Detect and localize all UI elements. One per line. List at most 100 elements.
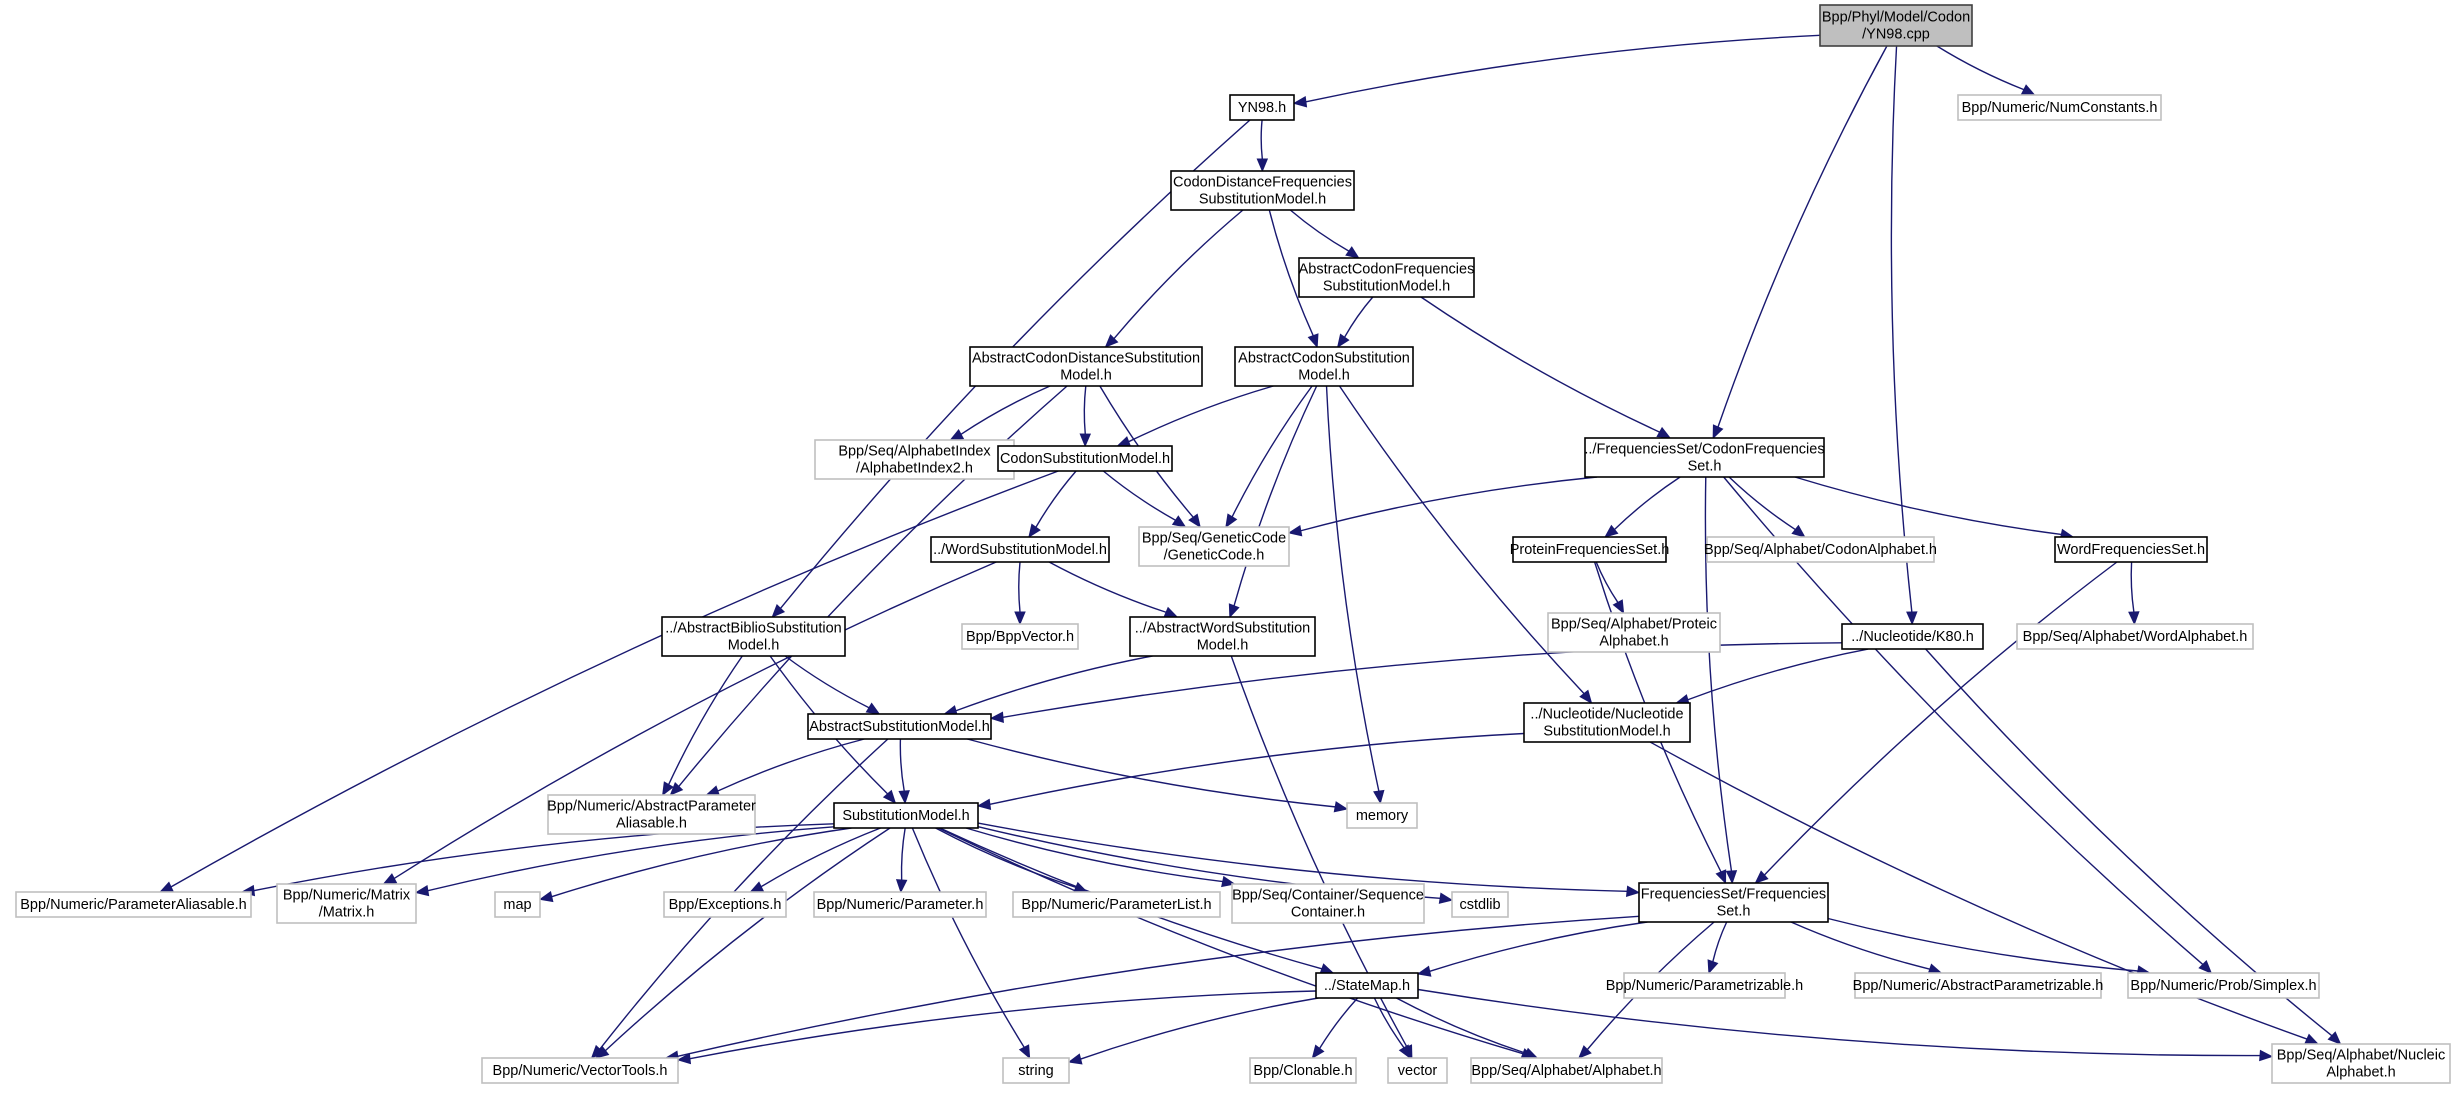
node-box bbox=[1623, 972, 1786, 999]
edge-cdfsm-to-acfsm bbox=[1289, 209, 1350, 252]
node-cdfsm[interactable]: CodonDistanceFrequenciesSubstitutionMode… bbox=[1170, 170, 1355, 211]
arrowhead-sm-to-vectortools bbox=[594, 1045, 610, 1059]
node-label: YN98.h bbox=[1238, 100, 1286, 116]
node-box bbox=[1012, 891, 1221, 918]
edge-k80-to-asm bbox=[1002, 642, 1843, 718]
node-acfsm[interactable]: AbstractCodonFrequenciesSubstitutionMode… bbox=[1298, 257, 1475, 298]
node-statemap[interactable]: ../StateMap.h bbox=[1315, 972, 1419, 999]
node-box bbox=[1547, 612, 1721, 653]
edge-statemap-to-vectortools bbox=[689, 990, 1317, 1060]
node-box bbox=[1229, 94, 1295, 121]
node-wordfs[interactable]: WordFrequenciesSet.h bbox=[2054, 536, 2208, 563]
node-box bbox=[1249, 1057, 1357, 1084]
arrowhead-yn98-to-absbiblio bbox=[771, 604, 786, 618]
edge-asm-to-memory bbox=[967, 738, 1336, 808]
arrowhead-proteinfs-to-proteicalpha bbox=[1612, 599, 1625, 615]
edge-sm-to-fs bbox=[977, 822, 1628, 893]
node-box bbox=[2271, 1043, 2451, 1084]
arrowhead-codonfs-to-geneticcode bbox=[1287, 525, 1303, 537]
arrowhead-root-to-yn98 bbox=[1292, 96, 1308, 108]
arrowhead-root-to-codonfs bbox=[1712, 424, 1724, 440]
node-box bbox=[961, 623, 1079, 650]
node-label: Alphabet.h bbox=[1599, 634, 1668, 650]
edge-statemap-to-string bbox=[1080, 997, 1319, 1060]
node-label: WordFrequenciesSet.h bbox=[2057, 542, 2205, 558]
node-box bbox=[1002, 1057, 1070, 1084]
node-string: string bbox=[1002, 1057, 1070, 1084]
arrowhead-sm-to-matrix bbox=[414, 884, 430, 897]
node-box bbox=[1451, 891, 1509, 918]
arrowhead-cdfsm-to-acdsm bbox=[1104, 334, 1119, 348]
edge-sm-to-parameter bbox=[900, 827, 906, 881]
arrowhead-absbiblio-to-asm bbox=[865, 702, 881, 715]
arrowhead-k80-to-nucleicalpha bbox=[2327, 1031, 2342, 1045]
edge-acsm-to-nsm bbox=[1338, 385, 1585, 695]
arrowhead-root-to-numconstants bbox=[2020, 84, 2036, 96]
node-proteinfs[interactable]: ProteinFrequenciesSet.h bbox=[1510, 536, 1670, 563]
edge-statemap-to-clonable bbox=[1319, 997, 1359, 1049]
node-paramlist: Bpp/Numeric/ParameterList.h bbox=[1012, 891, 1221, 918]
node-box bbox=[494, 891, 541, 918]
node-bppvector: Bpp/BppVector.h bbox=[961, 623, 1079, 650]
node-label: Set.h bbox=[1717, 904, 1751, 920]
node-box bbox=[1584, 437, 1825, 478]
node-alphabet: Bpp/Seq/Alphabet/Alphabet.h bbox=[1470, 1057, 1663, 1084]
arrowhead-acsm-to-csm bbox=[1116, 436, 1132, 447]
node-label: Aliasable.h bbox=[616, 816, 687, 832]
edge-statemap-to-vector bbox=[1373, 997, 1405, 1049]
node-box bbox=[1841, 623, 1984, 650]
node-wordalpha: Bpp/Seq/Alphabet/WordAlphabet.h bbox=[2016, 623, 2254, 650]
node-label: AbstractCodonDistanceSubstitution bbox=[972, 351, 1200, 367]
edge-root-to-numconstants bbox=[1936, 45, 2025, 91]
arrowhead-sm-to-exceptions bbox=[749, 881, 765, 893]
node-clonable: Bpp/Clonable.h bbox=[1249, 1057, 1357, 1084]
edge-awsm-to-asm bbox=[955, 655, 1153, 712]
edge-fs-to-parametrizable bbox=[1712, 921, 1728, 962]
node-sm[interactable]: SubstitutionModel.h bbox=[833, 802, 979, 829]
node-label: map bbox=[503, 897, 531, 913]
edge-codonfs-to-fs bbox=[1704, 476, 1733, 872]
edge-sm-to-seqcontainer bbox=[965, 827, 1223, 883]
node-label: Bpp/Numeric/Parametrizable.h bbox=[1606, 978, 1803, 994]
node-label: AbstractCodonFrequencies bbox=[1299, 262, 1475, 278]
node-nsm[interactable]: ../Nucleotide/NucleotideSubstitutionMode… bbox=[1523, 702, 1691, 743]
node-yn98[interactable]: YN98.h bbox=[1229, 94, 1295, 121]
node-box bbox=[2016, 623, 2254, 650]
node-asm[interactable]: AbstractSubstitutionModel.h bbox=[807, 713, 992, 740]
nodes-layer: Bpp/Phyl/Model/Codon/YN98.cppBpp/Numeric… bbox=[15, 4, 2451, 1084]
node-label: Model.h bbox=[1298, 368, 1350, 384]
node-geneticcode: Bpp/Seq/GeneticCode/GeneticCode.h bbox=[1138, 526, 1290, 567]
node-label: Bpp/Seq/Alphabet/Nucleic bbox=[2277, 1048, 2445, 1064]
node-label: ../Nucleotide/Nucleotide bbox=[1530, 707, 1683, 723]
node-box bbox=[1819, 4, 1973, 47]
node-label: Bpp/Numeric/ParameterList.h bbox=[1021, 897, 1211, 913]
edge-acdsm-to-apa bbox=[678, 385, 1068, 787]
node-box bbox=[547, 794, 756, 835]
node-root[interactable]: Bpp/Phyl/Model/Codon/YN98.cpp bbox=[1819, 4, 1973, 47]
node-box bbox=[1298, 257, 1475, 298]
node-box bbox=[813, 891, 987, 918]
edge-sm-to-paramlist bbox=[935, 827, 1077, 888]
edge-wordfs-to-fs bbox=[1763, 561, 2118, 876]
edge-codonfs-to-codonalpha bbox=[1728, 476, 1796, 531]
edge-k80-to-nsm bbox=[1687, 648, 1869, 701]
node-fs[interactable]: FrequenciesSet/FrequenciesSet.h bbox=[1638, 882, 1829, 923]
node-codonalpha: Bpp/Seq/Alphabet/CodonAlphabet.h bbox=[1704, 536, 1937, 563]
arrowhead-csm-to-paramaliasable bbox=[158, 881, 174, 893]
edge-codonfs-to-wordfs bbox=[1794, 476, 2062, 536]
node-wsm[interactable]: ../WordSubstitutionModel.h bbox=[930, 536, 1110, 563]
node-box bbox=[1315, 972, 1419, 999]
node-label: memory bbox=[1356, 808, 1409, 824]
node-csm[interactable]: CodonSubstitutionModel.h bbox=[997, 445, 1173, 472]
node-k80[interactable]: ../Nucleotide/K80.h bbox=[1841, 623, 1984, 650]
node-label: Bpp/Numeric/Prob/Simplex.h bbox=[2130, 978, 2316, 994]
arrowhead-sm-to-statemap bbox=[1319, 963, 1335, 975]
node-label: /GeneticCode.h bbox=[1164, 548, 1265, 564]
